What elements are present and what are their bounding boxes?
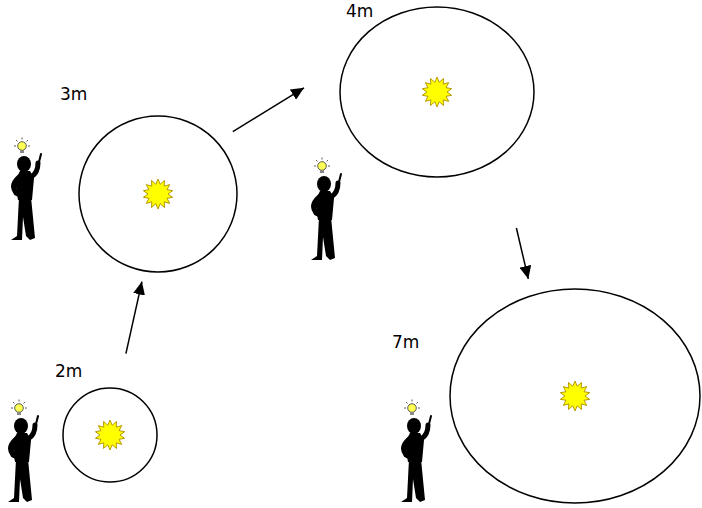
circle-node: 2m	[62, 387, 158, 483]
flow-arrow	[126, 282, 142, 354]
circle-node: 7m	[449, 288, 701, 504]
flow-arrow	[516, 228, 528, 279]
circle-outline	[62, 387, 158, 483]
distance-label: 3m	[60, 85, 87, 104]
distance-label: 7m	[392, 333, 419, 352]
circle-outline	[449, 288, 701, 504]
distance-label: 4m	[346, 2, 373, 21]
distance-label: 2m	[55, 362, 82, 381]
circle-node: 4m	[339, 6, 535, 178]
light-star	[560, 381, 589, 411]
light-star	[95, 420, 124, 450]
circle-node: 3m	[78, 115, 238, 273]
light-star	[143, 179, 172, 209]
circle-outline	[78, 115, 238, 273]
flow-arrow	[233, 88, 304, 132]
light-star	[422, 77, 451, 107]
circle-outline	[339, 6, 535, 178]
